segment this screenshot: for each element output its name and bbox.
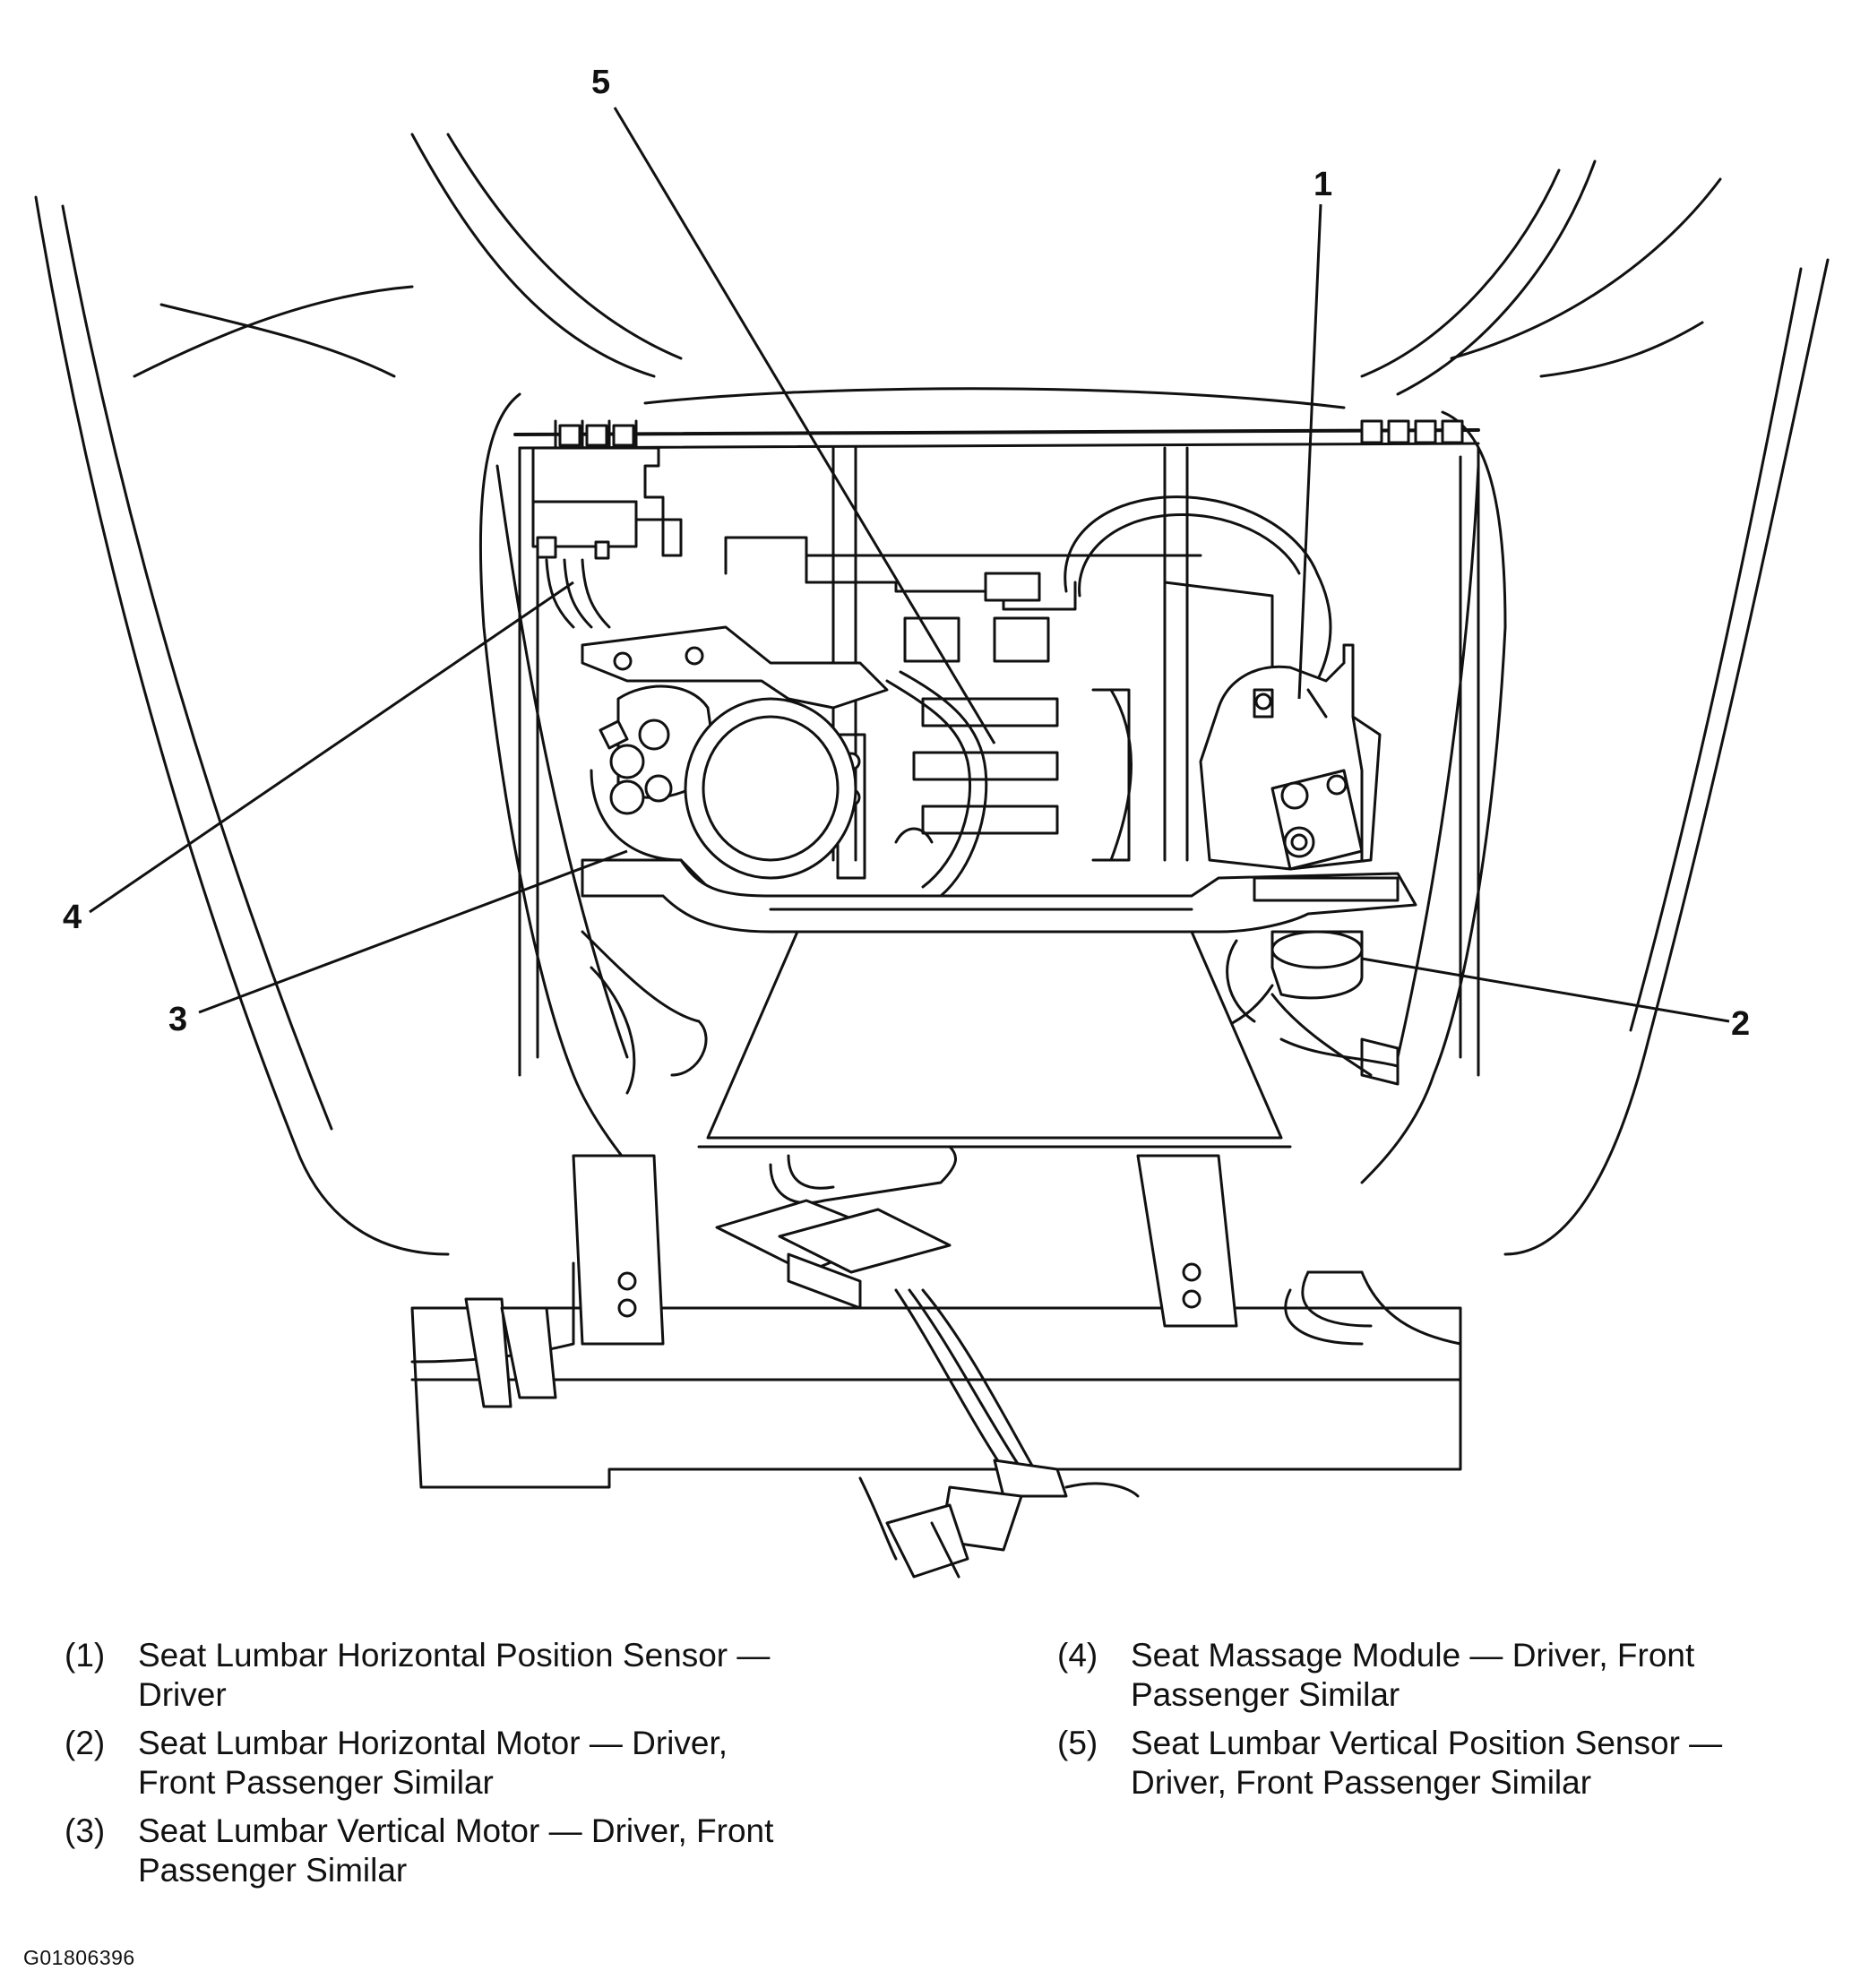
seat-back-illustration: 1 2 3 4 5 — [34, 64, 1830, 1579]
right-bolster — [1360, 159, 1830, 1256]
leader-3 — [198, 849, 628, 1014]
legend-item-1: (1) Seat Lumbar Horizontal Position Sens… — [65, 1636, 925, 1715]
figure-id: G01806396 — [23, 1946, 135, 1969]
leader-lines — [89, 107, 1730, 1023]
left-bolster — [34, 133, 683, 1256]
seat-massage-module — [531, 446, 683, 629]
callout-2: 2 — [1731, 1005, 1750, 1043]
wire-harness-upper — [885, 495, 1332, 898]
seat-lower-pan — [581, 930, 1400, 1149]
cross-bar — [581, 858, 1417, 934]
legend-item-5: (5) Seat Lumbar Vertical Position Sensor… — [1057, 1724, 1846, 1803]
wire-harness-lower — [715, 1145, 1140, 1579]
callout-4: 4 — [63, 899, 82, 936]
leader-1 — [1297, 203, 1322, 700]
leader-5 — [613, 107, 996, 744]
legend-item-2: (2) Seat Lumbar Horizontal Motor — Drive… — [65, 1724, 925, 1803]
legend-number: (4) — [1057, 1637, 1098, 1674]
legend-text: Seat Massage Module — Driver, Front Pass… — [1131, 1637, 1695, 1713]
seat-lumbar-horizontal-position-sensor — [1199, 643, 1382, 871]
leader-2 — [1361, 957, 1730, 1023]
legend-text: Seat Lumbar Vertical Motor — Driver, Fro… — [138, 1812, 774, 1889]
seat-lumbar-vertical-motor — [581, 625, 889, 898]
callout-5: 5 — [591, 64, 610, 101]
legend-number: (3) — [65, 1812, 106, 1849]
seat-top-cap — [513, 387, 1480, 450]
callout-1: 1 — [1313, 166, 1332, 203]
legend-number: (5) — [1057, 1725, 1098, 1761]
legend-text: Seat Lumbar Vertical Position Sensor — D… — [1131, 1725, 1723, 1801]
seat-lumbar-horizontal-motor — [1217, 930, 1373, 1077]
legend-text: Seat Lumbar Horizontal Position Sensor —… — [138, 1637, 771, 1713]
legend-item-4: (4) Seat Massage Module — Driver, Front … — [1057, 1636, 1846, 1715]
leader-4 — [89, 581, 574, 914]
legend-number: (1) — [65, 1637, 106, 1674]
legend-item-3: (3) Seat Lumbar Vertical Motor — Driver,… — [65, 1812, 925, 1890]
legend-text: Seat Lumbar Horizontal Motor — Driver, F… — [138, 1725, 728, 1801]
seat-base — [410, 1154, 1462, 1489]
callout-3: 3 — [168, 1001, 187, 1038]
legend-left-column: (1) Seat Lumbar Horizontal Position Sens… — [65, 1636, 925, 1899]
legend-right-column: (4) Seat Massage Module — Driver, Front … — [1057, 1636, 1846, 1812]
legend-number: (2) — [65, 1725, 106, 1761]
